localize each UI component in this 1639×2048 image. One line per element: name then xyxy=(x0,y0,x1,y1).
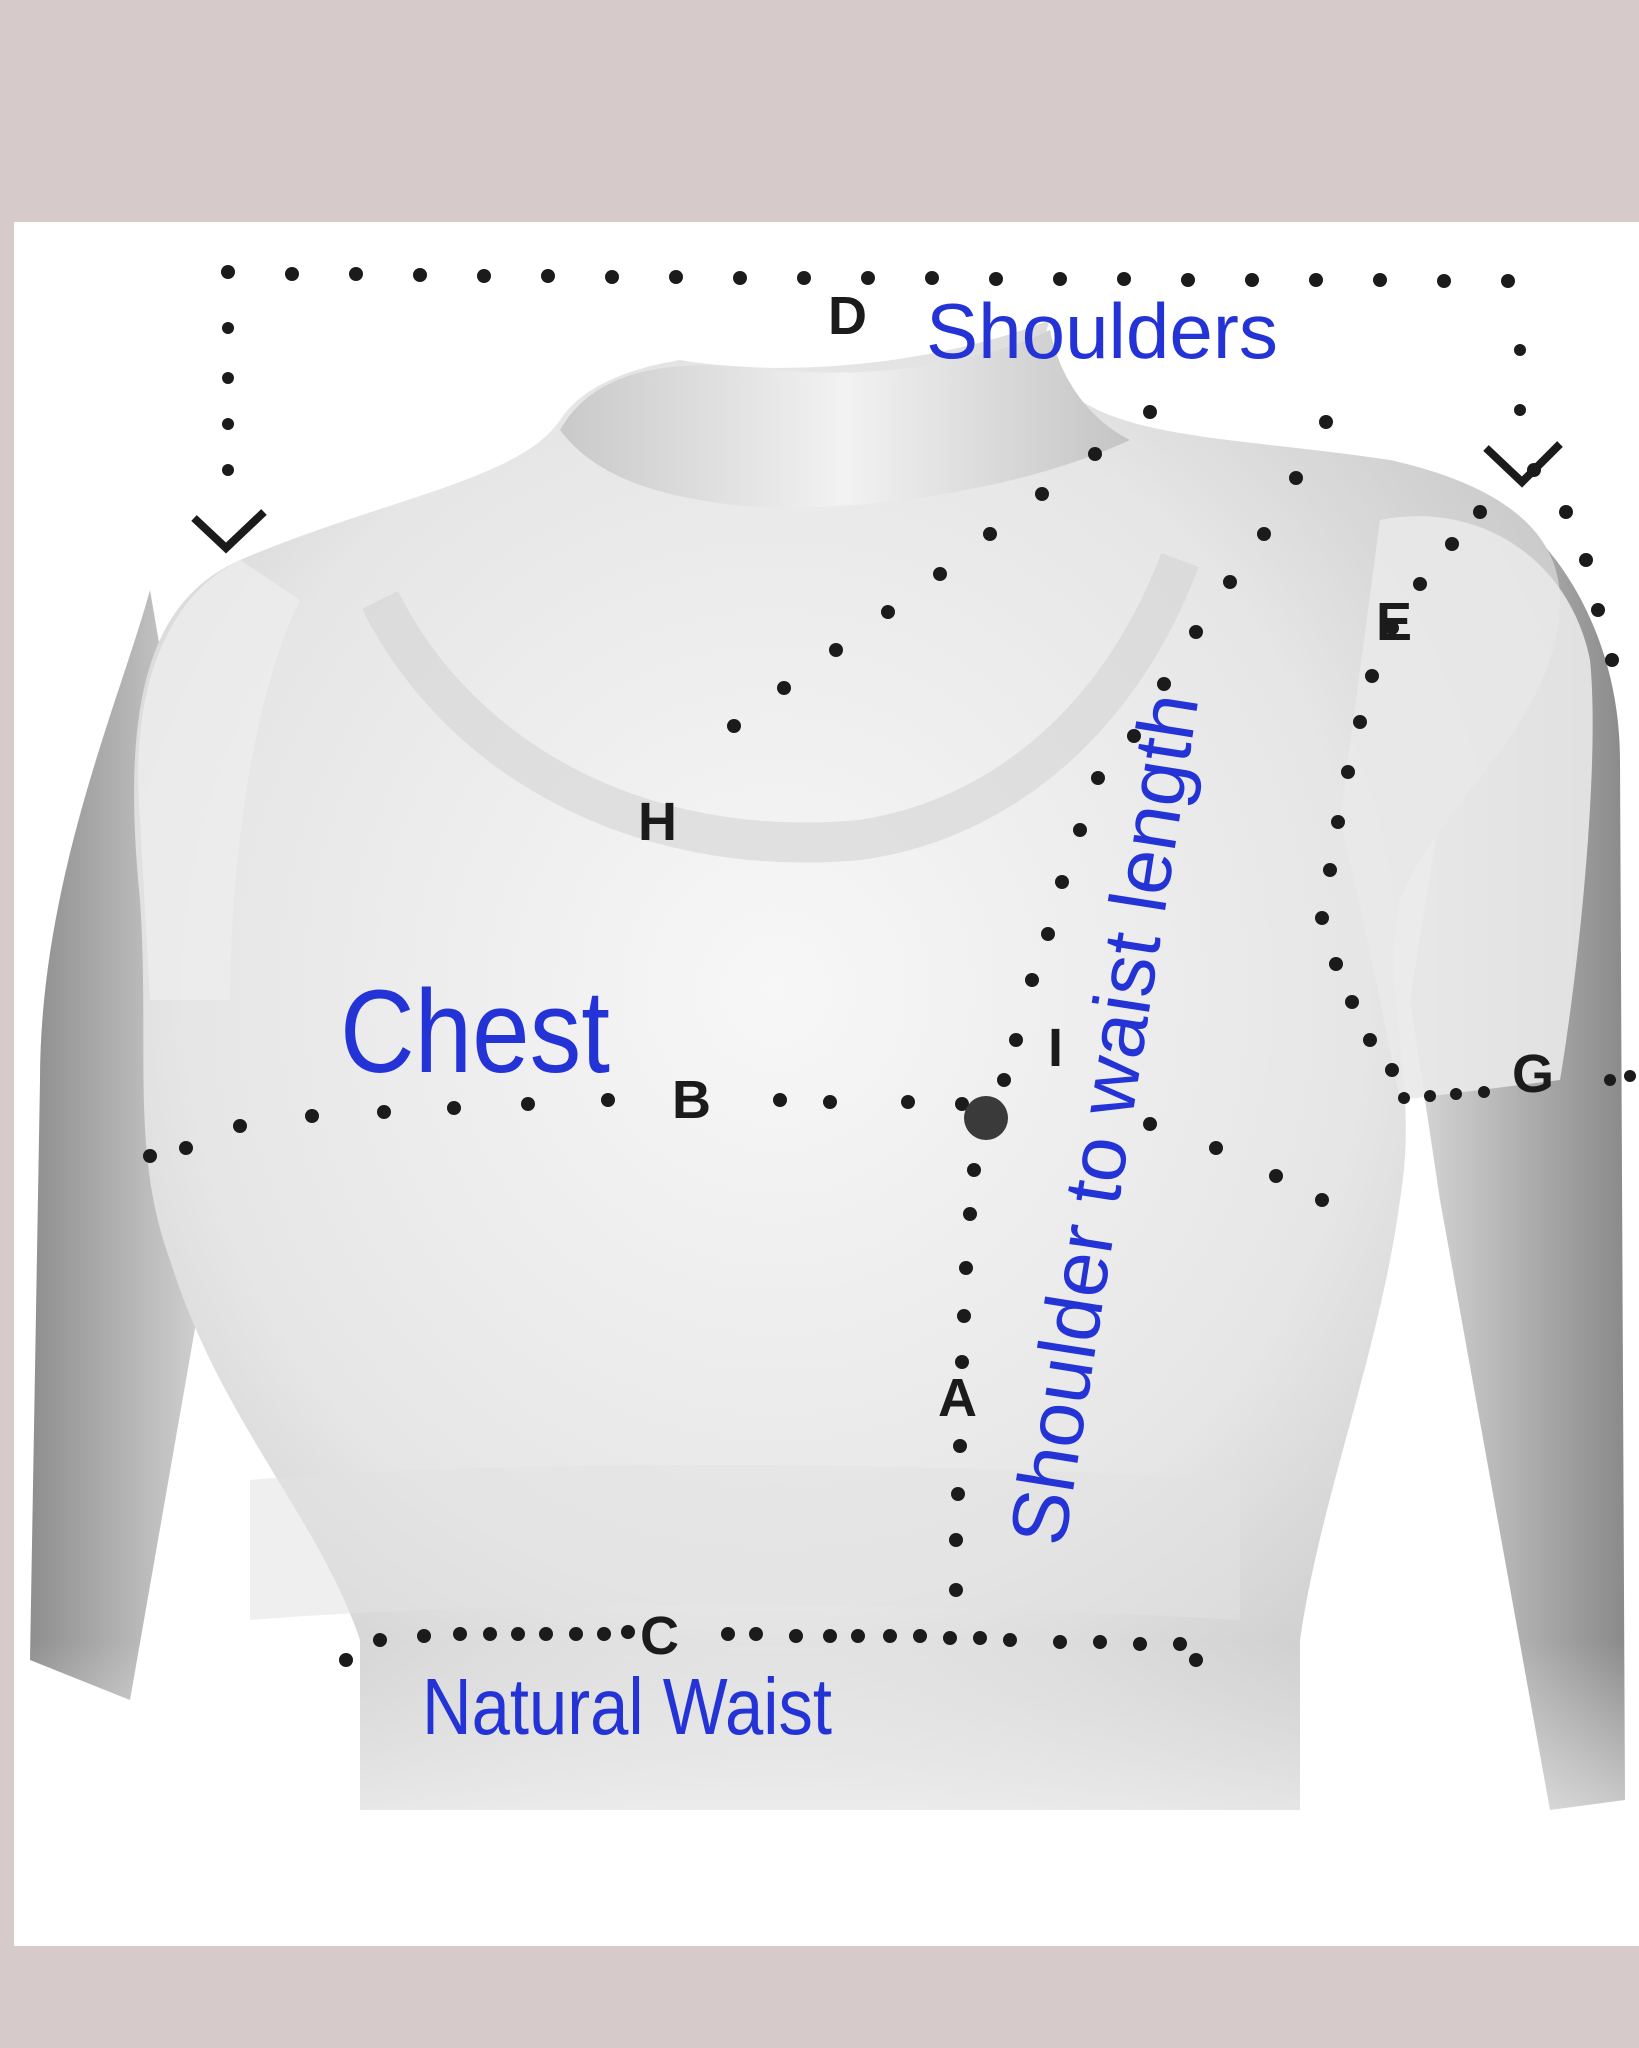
dots-e-armhole xyxy=(1315,463,1619,1077)
torso xyxy=(134,320,1561,1810)
dots-g-sleeve xyxy=(1398,1070,1636,1104)
dots-b-bust xyxy=(143,1093,1329,1207)
waist-band xyxy=(250,1465,1240,1620)
left-sleeve xyxy=(138,560,300,1000)
code-h: H xyxy=(638,792,677,852)
dots-d-shoulders xyxy=(221,265,1526,476)
code-a: A xyxy=(938,1368,977,1428)
code-d: D xyxy=(828,286,867,346)
code-i: I xyxy=(1048,1018,1063,1078)
code-b: B xyxy=(672,1070,711,1130)
mannequin-figure xyxy=(14,320,1639,1946)
neck xyxy=(560,330,1130,508)
chest-label: Chest xyxy=(340,966,610,1098)
code-c: C xyxy=(640,1606,679,1666)
natural-waist-label: Natural Waist xyxy=(422,1662,832,1751)
left-shoulder-tick xyxy=(191,509,267,554)
right-sleeve xyxy=(1340,516,1593,1100)
right-shoulder-tick xyxy=(1483,441,1563,488)
shoulders-label: Shoulders xyxy=(926,287,1278,375)
dots-c-waist xyxy=(339,1625,1203,1667)
bottom-fade xyxy=(14,1640,1639,1946)
dots-h-neckline xyxy=(727,405,1157,733)
neckline-lace xyxy=(362,552,1199,863)
dots-a-vertical xyxy=(949,1096,1008,1597)
code-g: G xyxy=(1512,1044,1554,1104)
code-e: E xyxy=(1376,592,1412,652)
measurement-dots xyxy=(143,265,1636,1667)
